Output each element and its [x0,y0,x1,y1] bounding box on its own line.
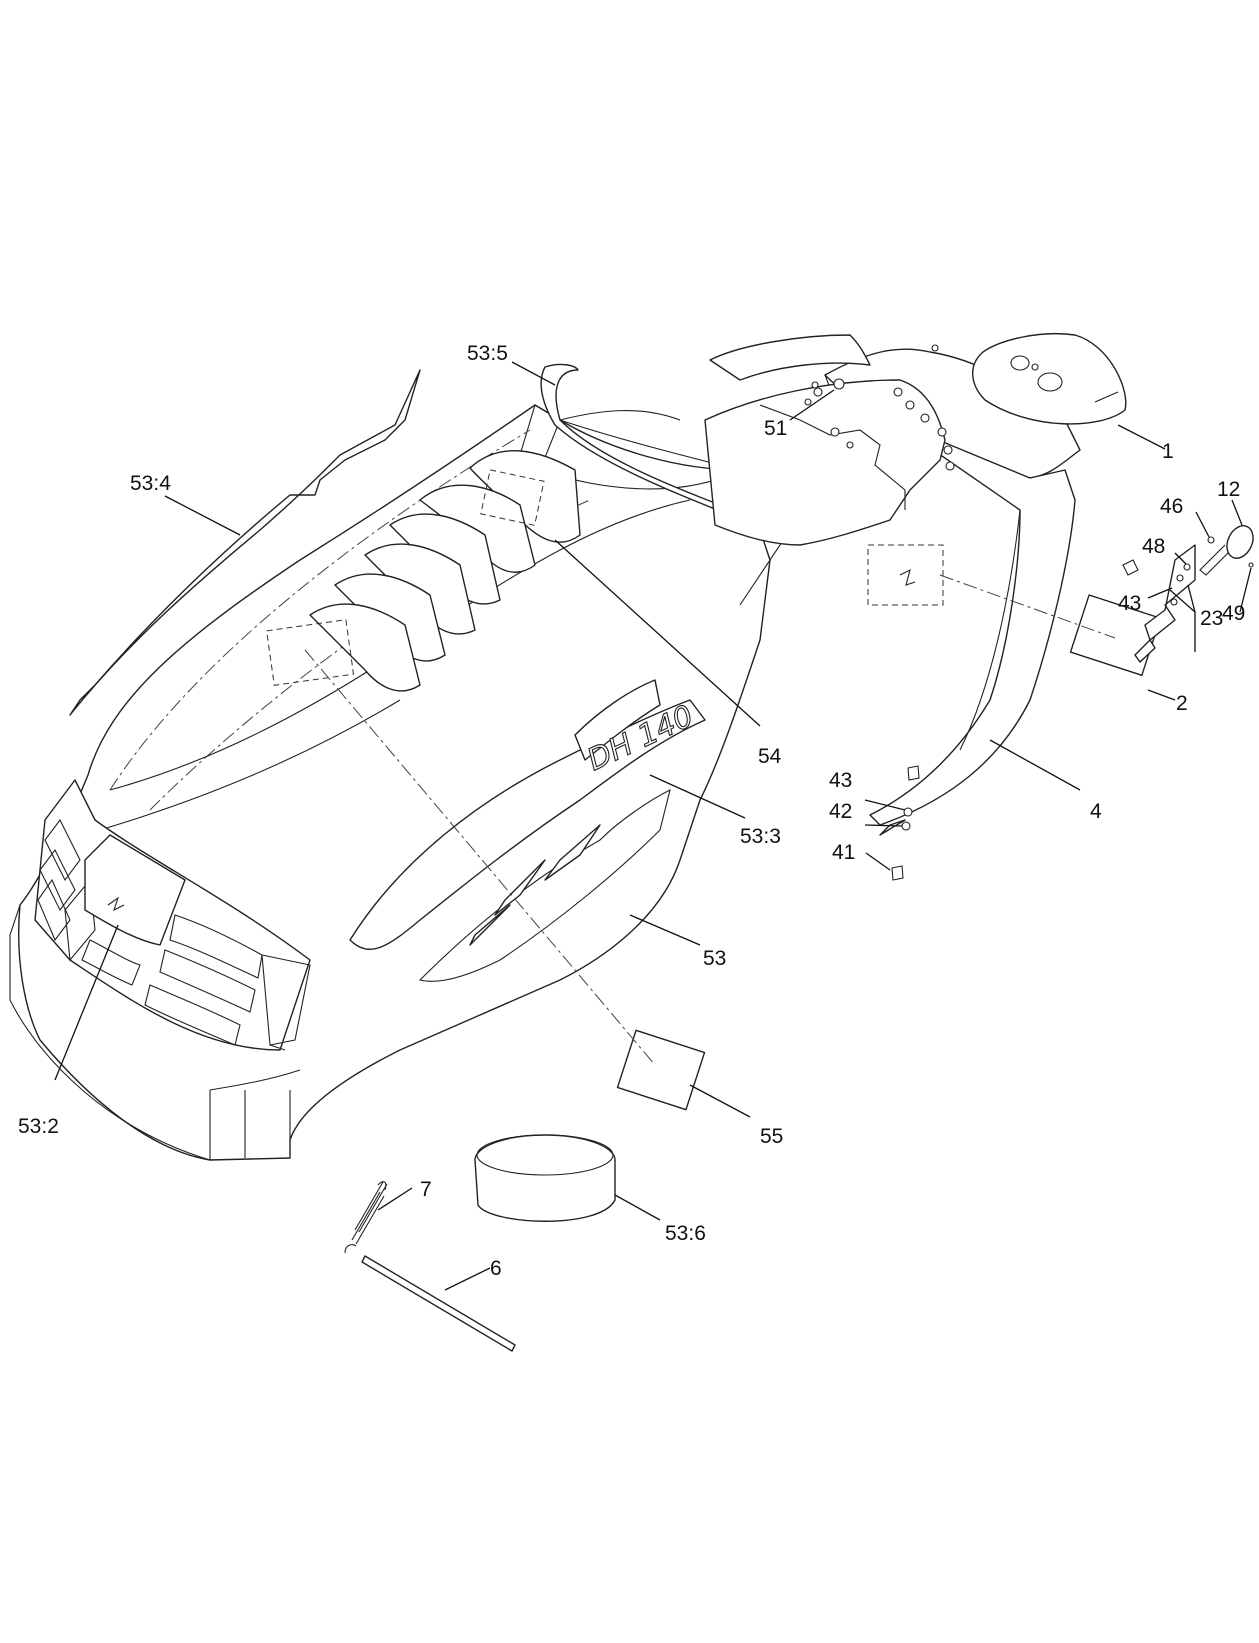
rear-trim-strip [540,363,761,526]
leader-lines [54,361,1252,1291]
callout-53-5: 53:5 [467,342,508,365]
callout-53-2: 53:2 [18,1115,59,1138]
hardware-49 [1248,562,1254,568]
grille-slots-right [81,914,263,1046]
callout-7: 7 [420,1178,432,1201]
hood-side-panel [349,699,706,950]
dash-bolts [804,344,955,471]
callout-48: 48 [1142,535,1165,558]
hardware-51 [833,378,845,390]
hardware-41 [891,865,904,881]
dash-label [1069,594,1162,676]
hardware-bolt [1122,559,1139,576]
callout-55: 55 [760,1125,783,1148]
hood-vents [309,450,581,692]
dash-floor [709,334,871,381]
callout-41: 41 [832,841,855,864]
label-centerline-hood [304,649,656,1066]
grille-right-bracket [261,954,311,1051]
dash-panel-assembly [704,334,1081,836]
label-centerline-dash [939,574,1116,639]
emblem-plate [84,834,186,946]
mount-bracket-arm [1134,639,1156,663]
callout-4: 4 [1090,800,1102,823]
callout-51: 51 [764,417,787,440]
dash-base-cut [759,404,906,510]
hood-assembly: DH 140 [9,404,771,1161]
hood-chin [9,904,301,1161]
hood-band [474,1134,616,1222]
callout-53-3: 53:3 [740,825,781,848]
callout-labels: 53:5 51 1 12 46 48 53:4 43 49 23 2 54 43… [18,342,1245,1280]
dash-decal-hole-2 [1037,372,1063,392]
bracket-hole [1176,574,1184,582]
decal-slot-hood [266,619,355,686]
decal-slot-dash-mark [899,568,916,586]
side-decal-strip [69,369,421,716]
knob [1226,525,1254,559]
dh140-badge-plate [574,679,661,761]
mount-bracket [1144,544,1196,641]
hardware-43b [903,807,913,817]
callout-42: 42 [829,800,852,823]
emblem-mark [107,896,125,912]
hood-side-vents [469,824,601,946]
callout-6: 6 [490,1257,502,1280]
hardware-48 [1183,563,1191,571]
callout-54: 54 [758,745,782,768]
dash-decal-hole-1 [1010,355,1030,371]
callout-49: 49 [1222,602,1245,625]
hardware-43a [1170,598,1178,606]
callout-2: 2 [1176,692,1188,715]
callout-12: 12 [1217,478,1240,501]
dash-base-plate [704,379,946,546]
knob-stem [1199,544,1232,576]
hood-label [616,1029,706,1111]
callout-53-6: 53:6 [665,1222,706,1245]
dash-decal-slot [1094,391,1119,403]
grille-slots-left [37,818,96,962]
callout-43-a: 43 [1118,592,1141,615]
dash-decal-hole-3 [1031,363,1039,371]
dash-bracket [879,819,906,836]
callout-43-b: 43 [829,769,852,792]
spring [344,1181,388,1254]
dash-top-decal [972,332,1127,425]
callout-23: 23 [1200,607,1223,630]
callout-53-4: 53:4 [130,472,171,495]
dash-stud [907,765,920,781]
hardware-46 [1207,536,1215,544]
callout-1: 1 [1162,440,1174,463]
dash-body [869,419,1076,826]
callout-46: 46 [1160,495,1183,518]
rod [361,1255,516,1352]
decal-slot-dash [867,544,944,606]
callout-53: 53 [703,947,726,970]
hardware-42 [901,821,911,831]
